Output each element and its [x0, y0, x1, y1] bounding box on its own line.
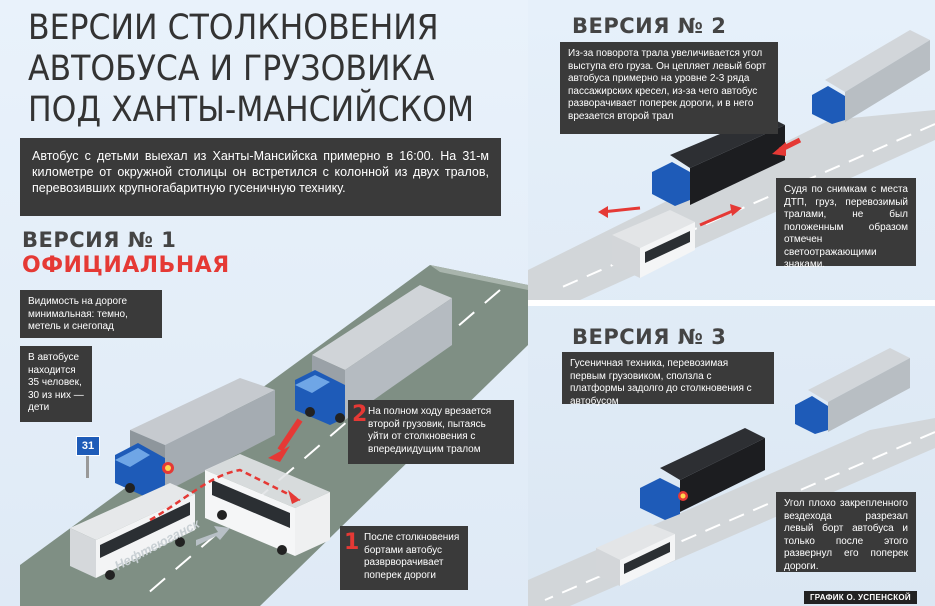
version1-heading: ВЕРСИЯ № 1 [22, 228, 177, 252]
step1-note: После столкновения бортами автобус развр… [340, 526, 468, 590]
bus-v3 [596, 524, 675, 586]
bus-turned [205, 454, 330, 556]
version2-heading: ВЕРСИЯ № 2 [572, 14, 727, 38]
version3-text: Гусеничная техника, перевозимая первым г… [562, 352, 774, 407]
credit: ГРАФИК О. УСПЕНСКОЙ [803, 591, 917, 604]
collision-arrow [277, 418, 303, 452]
visibility-note: Видимость на дороге минимальная: темно, … [20, 290, 162, 338]
km-sign: 31 [76, 436, 100, 456]
page-title: ВЕРСИИ СТОЛКНОВЕНИЯ АВТОБУСА И ГРУЗОВИКА… [28, 8, 508, 131]
passengers-note: В автобусе находится 35 человек, 30 из н… [20, 346, 92, 422]
title-line-1: ВЕРСИИ СТОЛКНОВЕНИЯ [28, 8, 439, 48]
version1-subheading: ОФИЦИАЛЬНАЯ [22, 253, 230, 278]
trajectory-arrow [149, 468, 301, 522]
truck-v3-front [640, 428, 765, 520]
title-line-2: АВТОБУСА И ГРУЗОВИКА [28, 49, 435, 89]
truck-first [115, 378, 275, 499]
step2-note: На полном ходу врезается второй грузовик… [348, 400, 514, 464]
version2-note: Судя по снимкам с места ДТП, груз, перев… [776, 178, 916, 270]
direction-arrow [196, 526, 230, 546]
version3-note: Угол плохо закрепленного вездехода разре… [776, 492, 916, 572]
truck-second [295, 285, 452, 425]
version3-heading: ВЕРСИЯ № 3 [572, 325, 727, 349]
title-line-3: ПОД ХАНТЫ-МАНСИЙСКОМ [28, 90, 475, 130]
truck-v3-back [795, 348, 910, 434]
intro-text: Автобус с детьми выехал из Ханты-Мансийс… [20, 138, 501, 216]
step1-number: 1 [344, 530, 360, 555]
km-post [86, 440, 89, 478]
truck-v2-back [812, 30, 930, 124]
divider [528, 300, 935, 306]
step1-text: После столкновения бортами автобус развр… [364, 532, 460, 581]
bus-front [70, 483, 195, 580]
road-edge-left [430, 265, 528, 290]
bus-v2 [612, 210, 695, 278]
step2-number: 2 [352, 402, 368, 427]
version2-text: Из-за поворота трала увеличивается угол … [560, 42, 778, 134]
step2-text: На полном ходу врезается второй грузовик… [368, 406, 492, 455]
